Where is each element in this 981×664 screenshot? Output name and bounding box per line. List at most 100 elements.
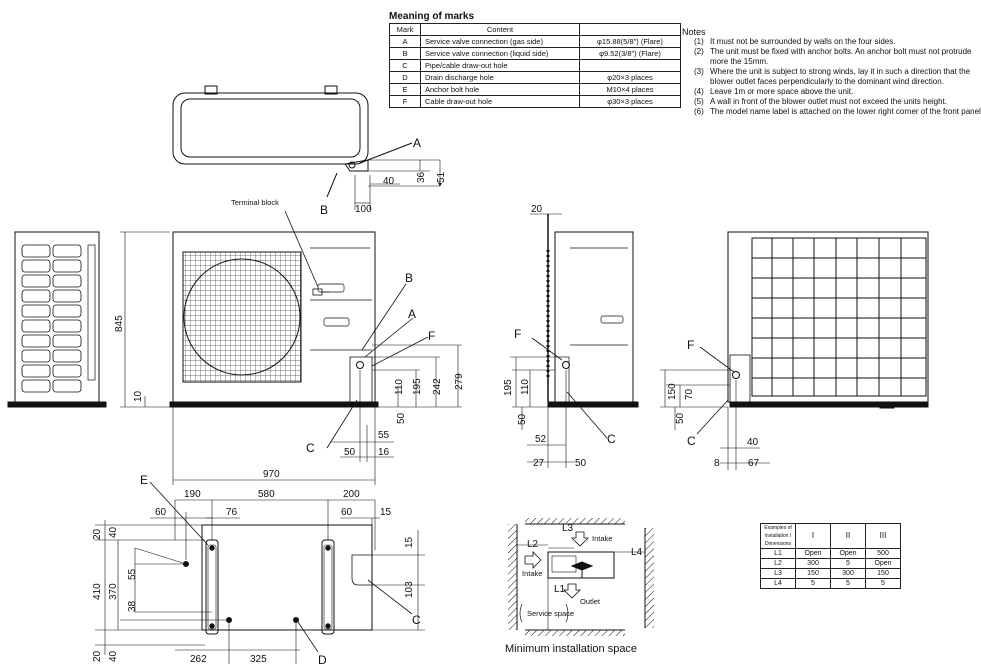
note-item: (3)Where the unit is subject to strong w…: [694, 67, 981, 87]
table-cell: 500: [865, 548, 901, 559]
spec-cell: M10×4 places: [579, 83, 681, 96]
dim-base-20b: 20: [92, 650, 103, 662]
space-l3: L3: [562, 523, 574, 534]
content-cell: Service valve connection (liquid side): [420, 47, 580, 60]
dim-side-52: 52: [535, 434, 547, 445]
note-text: It must not be surrounded by walls on th…: [710, 37, 896, 46]
table-cell: 300: [830, 568, 866, 579]
space-intake-top: Intake: [592, 534, 612, 543]
installation-space-diagram: [508, 518, 654, 636]
top-view: [172, 85, 442, 210]
dim-side-195: 195: [503, 379, 514, 396]
dim-base-40a: 40: [108, 526, 119, 538]
rear-view: [660, 231, 929, 470]
marks-header-mark: Mark: [389, 23, 421, 36]
dim-front-242: 242: [432, 378, 443, 395]
label-c-side: C: [607, 432, 616, 446]
table-cell: L2: [760, 558, 796, 569]
space-l4: L4: [631, 547, 643, 558]
note-number: (1): [694, 37, 704, 46]
note-number: (2): [694, 47, 704, 56]
spec-cell: φ20×3 places: [579, 71, 681, 84]
note-number: (5): [694, 97, 704, 106]
table-cell: L4: [760, 578, 796, 589]
label-b-front: B: [405, 271, 413, 285]
dim-base-410: 410: [92, 583, 103, 600]
label-b-top: B: [320, 203, 328, 217]
mark-cell: B: [389, 47, 421, 60]
front-view: [120, 210, 462, 485]
dims-header-iii: III: [865, 523, 901, 549]
dim-front-195: 195: [412, 378, 423, 395]
dim-base-38: 38: [127, 600, 138, 612]
content-cell: Anchor bolt hole: [420, 83, 580, 96]
dim-front-279: 279: [454, 373, 465, 390]
note-text: A wall in front of the blower outlet mus…: [710, 97, 948, 106]
mark-cell: E: [389, 83, 421, 96]
note-text: The model name label is attached on the …: [710, 107, 981, 116]
dim-base-15a: 15: [380, 507, 392, 518]
dim-top-36: 36: [416, 171, 427, 183]
label-c-rear: C: [687, 434, 696, 448]
content-cell: Pipe/cable draw-out hole: [420, 59, 580, 72]
table-cell: 5: [830, 558, 866, 569]
notes-list: (1) It must not be surrounded by walls on…: [694, 37, 981, 117]
dims-header-ii: II: [830, 523, 866, 549]
dim-side-50: 50: [517, 413, 528, 425]
note-item: (6)The model name label is attached on t…: [694, 107, 981, 117]
note-item: (1) It must not be surrounded by walls on…: [694, 37, 981, 47]
right-side-view: [510, 213, 639, 468]
dim-base-200: 200: [343, 489, 360, 500]
dim-base-76: 76: [226, 507, 238, 518]
dim-rear-50: 50: [675, 412, 686, 424]
spec-cell: φ9.52(3/8") (Flare): [579, 47, 681, 60]
label-f-side: F: [514, 327, 521, 341]
dims-header-corner: Examples of installation / Dimensions: [760, 523, 796, 549]
dim-base-60a: 60: [155, 507, 167, 518]
table-cell: 150: [865, 568, 901, 579]
terminal-block-label: Terminal block: [231, 198, 279, 207]
dim-rear-67: 67: [748, 458, 760, 469]
table-cell: Open: [795, 548, 831, 559]
note-item: (2)The unit must be fixed with anchor bo…: [694, 47, 981, 67]
content-cell: Service valve connection (gas side): [420, 35, 580, 48]
dim-base-40b: 40: [108, 650, 119, 662]
dim-side-20: 20: [531, 204, 543, 215]
dim-side-110: 110: [520, 379, 531, 395]
note-number: (3): [694, 67, 704, 76]
dim-base-60b: 60: [341, 507, 353, 518]
mark-cell: D: [389, 71, 421, 84]
dims-header-i: I: [795, 523, 831, 549]
dim-front-10: 10: [133, 390, 144, 402]
table-cell: 5: [795, 578, 831, 589]
dim-base-580: 580: [258, 489, 275, 500]
dim-base-190: 190: [184, 489, 201, 500]
dim-side-27: 27: [533, 458, 545, 469]
notes-title: Notes: [682, 27, 706, 37]
space-outlet: Outlet: [580, 597, 601, 606]
left-side-view: [7, 231, 107, 408]
table-row: Examples of installation / Dimensions I …: [760, 523, 901, 549]
dim-rear-40: 40: [747, 437, 759, 448]
space-l1: L1: [554, 584, 566, 595]
label-f-rear: F: [687, 338, 694, 352]
label-a-top: A: [413, 136, 421, 150]
dim-front-16: 16: [378, 447, 390, 458]
note-item: (4)Leave 1m or more space above the unit…: [694, 87, 981, 97]
note-number: (4): [694, 87, 704, 96]
label-e-base: E: [140, 473, 148, 487]
dim-top-100: 100: [355, 204, 372, 215]
dim-front-110: 110: [394, 379, 405, 395]
dim-base-262: 262: [190, 654, 207, 664]
spec-cell: [579, 59, 681, 72]
label-c-base: C: [412, 613, 421, 627]
table-cell: Open: [865, 558, 901, 569]
